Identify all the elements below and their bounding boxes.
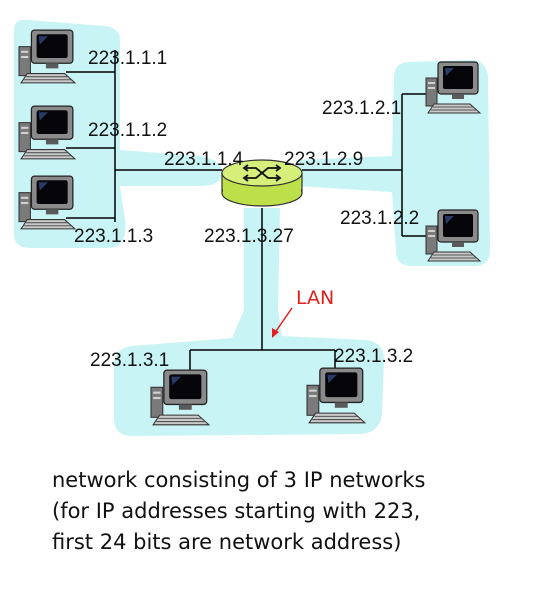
diagram-caption: network consisting of 3 IP networks (for… <box>52 465 522 558</box>
router-interface-223-1-1-4: 223.1.1.4 <box>164 149 244 170</box>
ip-label-223-1-1-3: 223.1.1.3 <box>74 226 153 247</box>
router-interface-223-1-2-9: 223.1.2.9 <box>284 149 363 170</box>
lan-arrow-icon <box>272 307 293 338</box>
ip-label-223-1-3-1: 223.1.3.1 <box>90 350 169 371</box>
router-interface-223-1-3-27: 223.1.3.27 <box>204 226 294 247</box>
lan-label: LAN <box>296 287 334 309</box>
caption-line: first 24 bits are network address) <box>52 530 402 554</box>
caption-line: network consisting of 3 IP networks <box>52 468 426 492</box>
router-icon <box>221 159 303 207</box>
ip-label-223-1-1-2: 223.1.1.2 <box>88 120 167 141</box>
ip-label-223-1-1-1: 223.1.1.1 <box>88 48 167 69</box>
ip-label-223-1-2-1: 223.1.2.1 <box>322 98 401 119</box>
ip-label-223-1-3-2: 223.1.3.2 <box>334 346 413 367</box>
network-links <box>66 50 432 382</box>
caption-line: (for IP addresses starting with 223, <box>52 499 421 523</box>
ip-label-223-1-2-2: 223.1.2.2 <box>340 208 419 229</box>
